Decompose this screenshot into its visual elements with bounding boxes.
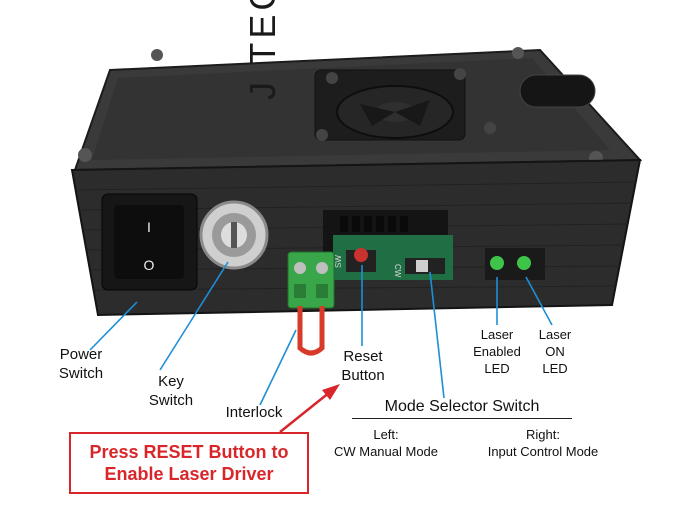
pcb-window: SW CW bbox=[323, 210, 453, 280]
board-label-cw: CW bbox=[393, 264, 402, 278]
reset-callout-box: Press RESET Button to Enable Laser Drive… bbox=[69, 432, 309, 494]
switch-on-symbol: I bbox=[147, 219, 151, 235]
interlock-terminal-icon bbox=[287, 251, 335, 356]
reset-button-label-line1: Reset bbox=[343, 348, 383, 365]
cable-slot bbox=[519, 74, 596, 108]
mode-right-label-line1: Right: bbox=[526, 427, 560, 442]
mode-right-label-line2: Input Control Mode bbox=[487, 444, 599, 459]
board-label-sw: SW bbox=[334, 255, 343, 268]
key-switch-label-line2: Switch bbox=[148, 392, 194, 409]
callout-line2: Enable Laser Driver bbox=[104, 464, 274, 484]
laser-on-led-label-line1: Laser bbox=[538, 327, 572, 342]
screw-icon bbox=[151, 49, 163, 61]
power-switch-label: Power Switch bbox=[51, 345, 111, 383]
key-switch-icon bbox=[199, 200, 269, 270]
key-switch-label: Key Switch bbox=[140, 372, 202, 410]
mode-selector-title: Mode Selector Switch bbox=[352, 398, 572, 419]
led-panel bbox=[485, 248, 545, 280]
callout-line1: Press RESET Button to bbox=[89, 442, 289, 462]
power-switch-icon: I O bbox=[101, 193, 198, 291]
mode-left-label-line2: CW Manual Mode bbox=[333, 444, 439, 459]
laser-on-led-label-line2: ON bbox=[545, 344, 565, 359]
switch-off-symbol: O bbox=[144, 257, 155, 273]
callout-arrow bbox=[279, 384, 340, 433]
mode-slide-switch-icon bbox=[416, 260, 428, 272]
power-switch-label-line1: Power bbox=[59, 346, 103, 363]
laser-on-led-icon bbox=[517, 256, 531, 270]
laser-enabled-led-label-line3: LED bbox=[484, 361, 510, 376]
laser-enabled-led-icon bbox=[490, 256, 504, 270]
laser-enabled-led-label-line2: Enabled bbox=[473, 344, 521, 359]
reset-button-icon bbox=[354, 248, 368, 262]
interlock-label: Interlock bbox=[225, 404, 283, 421]
fan-icon bbox=[314, 68, 496, 141]
reset-button-label-line2: Button bbox=[341, 367, 385, 384]
laser-enabled-led-label: Laser Enabled LED bbox=[466, 326, 528, 377]
power-switch-label-line2: Switch bbox=[58, 365, 104, 382]
laser-on-led-label: Laser ON LED bbox=[530, 326, 580, 377]
laser-on-led-label-line3: LED bbox=[542, 361, 568, 376]
key-switch-label-line1: Key bbox=[158, 373, 184, 390]
pointer-lines bbox=[89, 261, 553, 406]
mode-left-label: Left: CW Manual Mode bbox=[322, 426, 450, 460]
laser-enabled-led-label-line1: Laser bbox=[480, 327, 514, 342]
reset-button-label: Reset Button bbox=[332, 347, 394, 385]
screw-icon bbox=[512, 47, 524, 59]
mode-left-label-line1: Left: bbox=[373, 427, 399, 442]
mode-right-label: Right: Input Control Mode bbox=[476, 426, 610, 460]
brand-logo: J TECH bbox=[242, 0, 283, 100]
screw-icon bbox=[78, 148, 92, 162]
